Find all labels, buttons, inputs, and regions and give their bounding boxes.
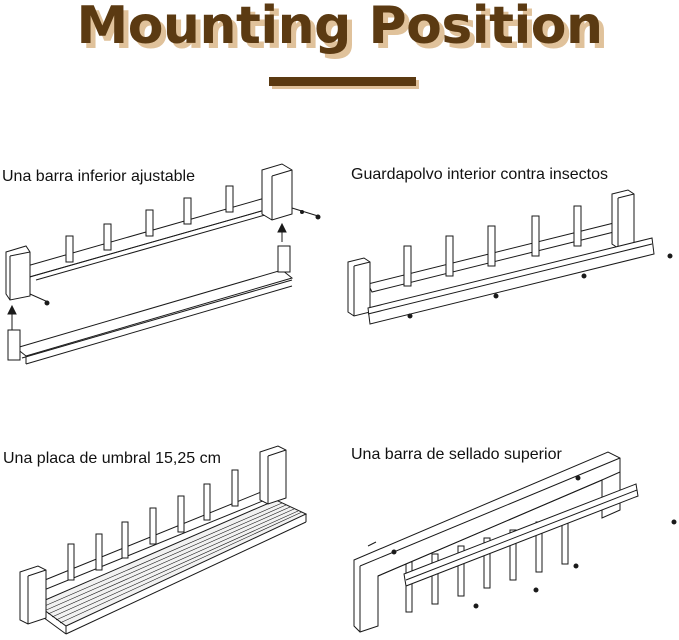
diagram-inner-dust-guard xyxy=(340,180,679,350)
diagram-adjustable-bottom-bar xyxy=(0,160,340,380)
caption-threshold-plate: Una placa de umbral 15,25 cm xyxy=(3,450,221,467)
caption-top-seal-bar: Una barra de sellado superior xyxy=(351,446,562,463)
title-underline xyxy=(269,77,416,86)
page-title: Mounting Position xyxy=(76,0,603,56)
diagram-threshold-plate xyxy=(0,440,340,640)
caption-bottom-bar: Una barra inferior ajustable xyxy=(2,168,195,185)
caption-inner-dust-guard: Guardapolvo interior contra insectos xyxy=(351,166,609,183)
diagram-top-seal-bar xyxy=(340,450,679,640)
